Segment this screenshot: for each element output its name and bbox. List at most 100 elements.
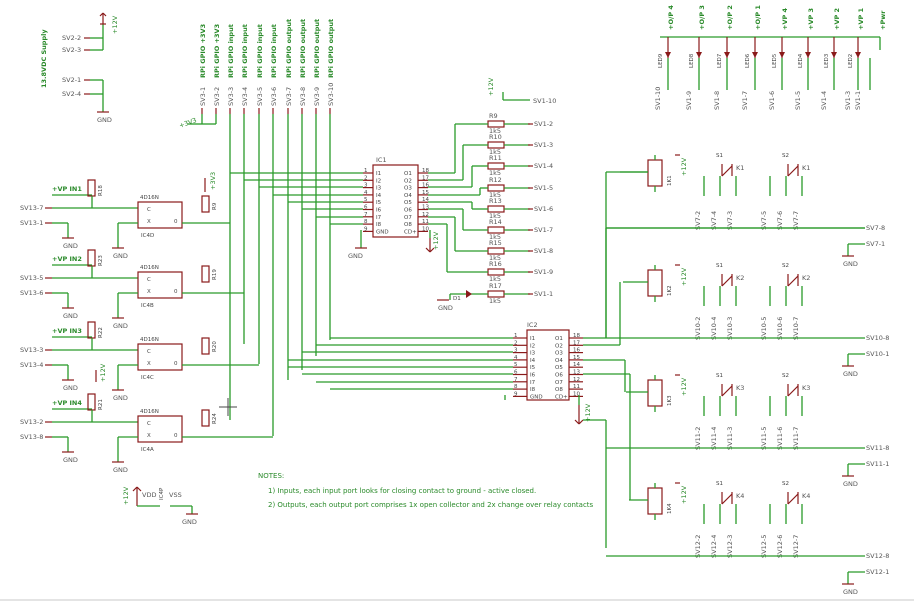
ic2-right-pin-4: O4 [555, 358, 563, 364]
input-pullup-ref-4: R21 [98, 399, 104, 410]
input-pullup-ref-3: R22 [98, 327, 104, 338]
led-pin-last: SV1-1 [854, 91, 862, 110]
gnd-label: GND [63, 242, 78, 250]
supply-gnd-label: GND [97, 116, 112, 124]
relay-k-label-1-1: K1 [736, 164, 744, 172]
gate-ref-4: IC4A [141, 447, 154, 453]
led-icon [779, 52, 785, 58]
ic4p-12v: +12V [122, 486, 130, 505]
led-pin-7: SV1-4 [820, 91, 828, 110]
ic2-left-num-4: 4 [514, 355, 518, 361]
ic2-left-num-3: 3 [514, 348, 518, 354]
relay-k-label-4-1: K4 [736, 492, 744, 500]
sv1-res-ref-2: R10 [489, 133, 502, 141]
relay-com2-3: SV11-1 [866, 460, 889, 468]
relay-pin-3-4: SV11-5 [760, 427, 768, 450]
relay-pin-3-5: SV11-6 [776, 427, 784, 450]
relay-pin-2-1: SV10-2 [694, 317, 702, 340]
ic2-left-pin-4: I4 [530, 358, 536, 364]
ic1-left-pin-8: I8 [376, 222, 382, 228]
relay-12v-1: +12V [680, 157, 688, 176]
relay-coil-ref-4: 1K4 [667, 503, 673, 514]
relay-pin-4-4: SV12-5 [760, 535, 768, 558]
input-pin-b-4: SV13-8 [20, 433, 43, 441]
relay-pin-3-2: SV11-4 [710, 427, 718, 450]
input-gate-4 [137, 415, 183, 443]
gate-ref-2: IC4B [141, 303, 154, 309]
ic1-right-num-8: 11 [422, 219, 429, 225]
ic2-left-num-2: 2 [514, 340, 518, 346]
rpi-pin-ref-2: SV3-2 [213, 87, 221, 106]
ic1-left-num-6: 6 [364, 205, 368, 211]
ic2-right-pin-1: O1 [555, 336, 563, 342]
gate-part-3: 4D16N [140, 337, 159, 343]
ic2-left-pin-3: I3 [530, 351, 536, 357]
ic1-gnd: GND [348, 252, 363, 260]
ic2-left-pin-7: I7 [530, 380, 536, 386]
led-icon [855, 52, 861, 58]
gate-pin-x: X [147, 433, 151, 439]
relay-k-label-3-1: K3 [736, 384, 744, 392]
ic2-right-pin-3: O3 [555, 351, 563, 357]
sv1-pin-1: SV1-2 [534, 120, 553, 128]
ic1-right-pin-6: O6 [404, 208, 412, 214]
sv1-res-val-8: 1k5 [489, 275, 501, 283]
sv1-pin-4: SV1-5 [534, 184, 553, 192]
led-label-5: +VP 4 [781, 7, 789, 30]
relay-pin-4-5: SV12-6 [776, 535, 784, 558]
d1-diode-icon [466, 290, 472, 298]
gate-ref-1: IC4D [141, 233, 154, 239]
sv1-res-ref-3: R11 [489, 154, 502, 162]
rpi-pin-ref-3: SV3-3 [227, 87, 235, 106]
relay-pin-4-2: SV12-4 [710, 535, 718, 558]
v33-ic4d-label: +3V3 [209, 172, 217, 190]
wire [721, 275, 733, 287]
sv1-top-pin: SV1-10 [533, 97, 556, 105]
relay-pin-3-1: SV11-2 [694, 427, 702, 450]
relay-pin-2-4: SV10-5 [760, 317, 768, 340]
gate-pin-0: 0 [174, 361, 178, 367]
rpi-pin-ref-7: SV3-7 [285, 87, 293, 106]
led-pin-6: SV1-5 [794, 91, 802, 110]
supply-title: 13.8VDC Supply [40, 29, 48, 88]
ic1-12v: +12V [432, 231, 440, 250]
led-ref-4: LED6 [745, 53, 751, 68]
ic1-right-pin-2: O2 [404, 178, 412, 184]
input-out-resistor-ref-4: R24 [212, 413, 218, 424]
rpi-pin-label-4: RPi GPIO input [241, 24, 249, 78]
ic1-left-pin-6: I6 [376, 208, 382, 214]
led-label-4: +O/P 1 [754, 5, 762, 30]
led-pin-5: SV1-6 [768, 91, 776, 110]
gnd-label: GND [63, 312, 78, 320]
gate-pin-0: 0 [174, 433, 178, 439]
relay-12v-2: +12V [680, 267, 688, 286]
ic2-right-num-3: 16 [573, 348, 580, 354]
notes-heading: NOTES: [258, 472, 284, 480]
ic1-right-num-3: 16 [422, 183, 429, 189]
gnd-label: GND [113, 466, 128, 474]
ic2-12v: +12V [584, 403, 592, 422]
gnd-label: GND [843, 260, 858, 268]
relay-coil-ref-1: 1K1 [667, 175, 673, 186]
ic2-right-pin-7: O7 [555, 380, 563, 386]
led-label-1: +O/P 4 [667, 5, 675, 30]
relay-pin-1-3: SV7-3 [726, 211, 734, 230]
ic2-left-pin-8: I8 [530, 387, 536, 393]
sv1-pin-6: SV1-7 [534, 226, 553, 234]
relay-com2-1: SV7-1 [866, 240, 885, 248]
led-pin-1: SV1-10 [654, 87, 662, 110]
gnd-label: GND [438, 304, 453, 312]
ic1-right-pin-9: CD+ [404, 229, 417, 235]
relay-coil-4 [647, 487, 663, 515]
led-label-7: +VP 2 [833, 8, 841, 30]
ic1-left-num-2: 2 [364, 175, 368, 181]
relay-coil-3 [647, 379, 663, 407]
relay-contact-label: S1 [716, 373, 723, 379]
input-gate-2 [137, 271, 183, 299]
sv1-res-ref-8: R16 [489, 260, 502, 268]
relay-pin-3-6: SV11-7 [792, 427, 800, 450]
ic2-right-pin-5: O5 [555, 365, 563, 371]
ic1-name: IC1 [376, 156, 387, 164]
sv1-res-ref-6: R14 [489, 218, 502, 226]
